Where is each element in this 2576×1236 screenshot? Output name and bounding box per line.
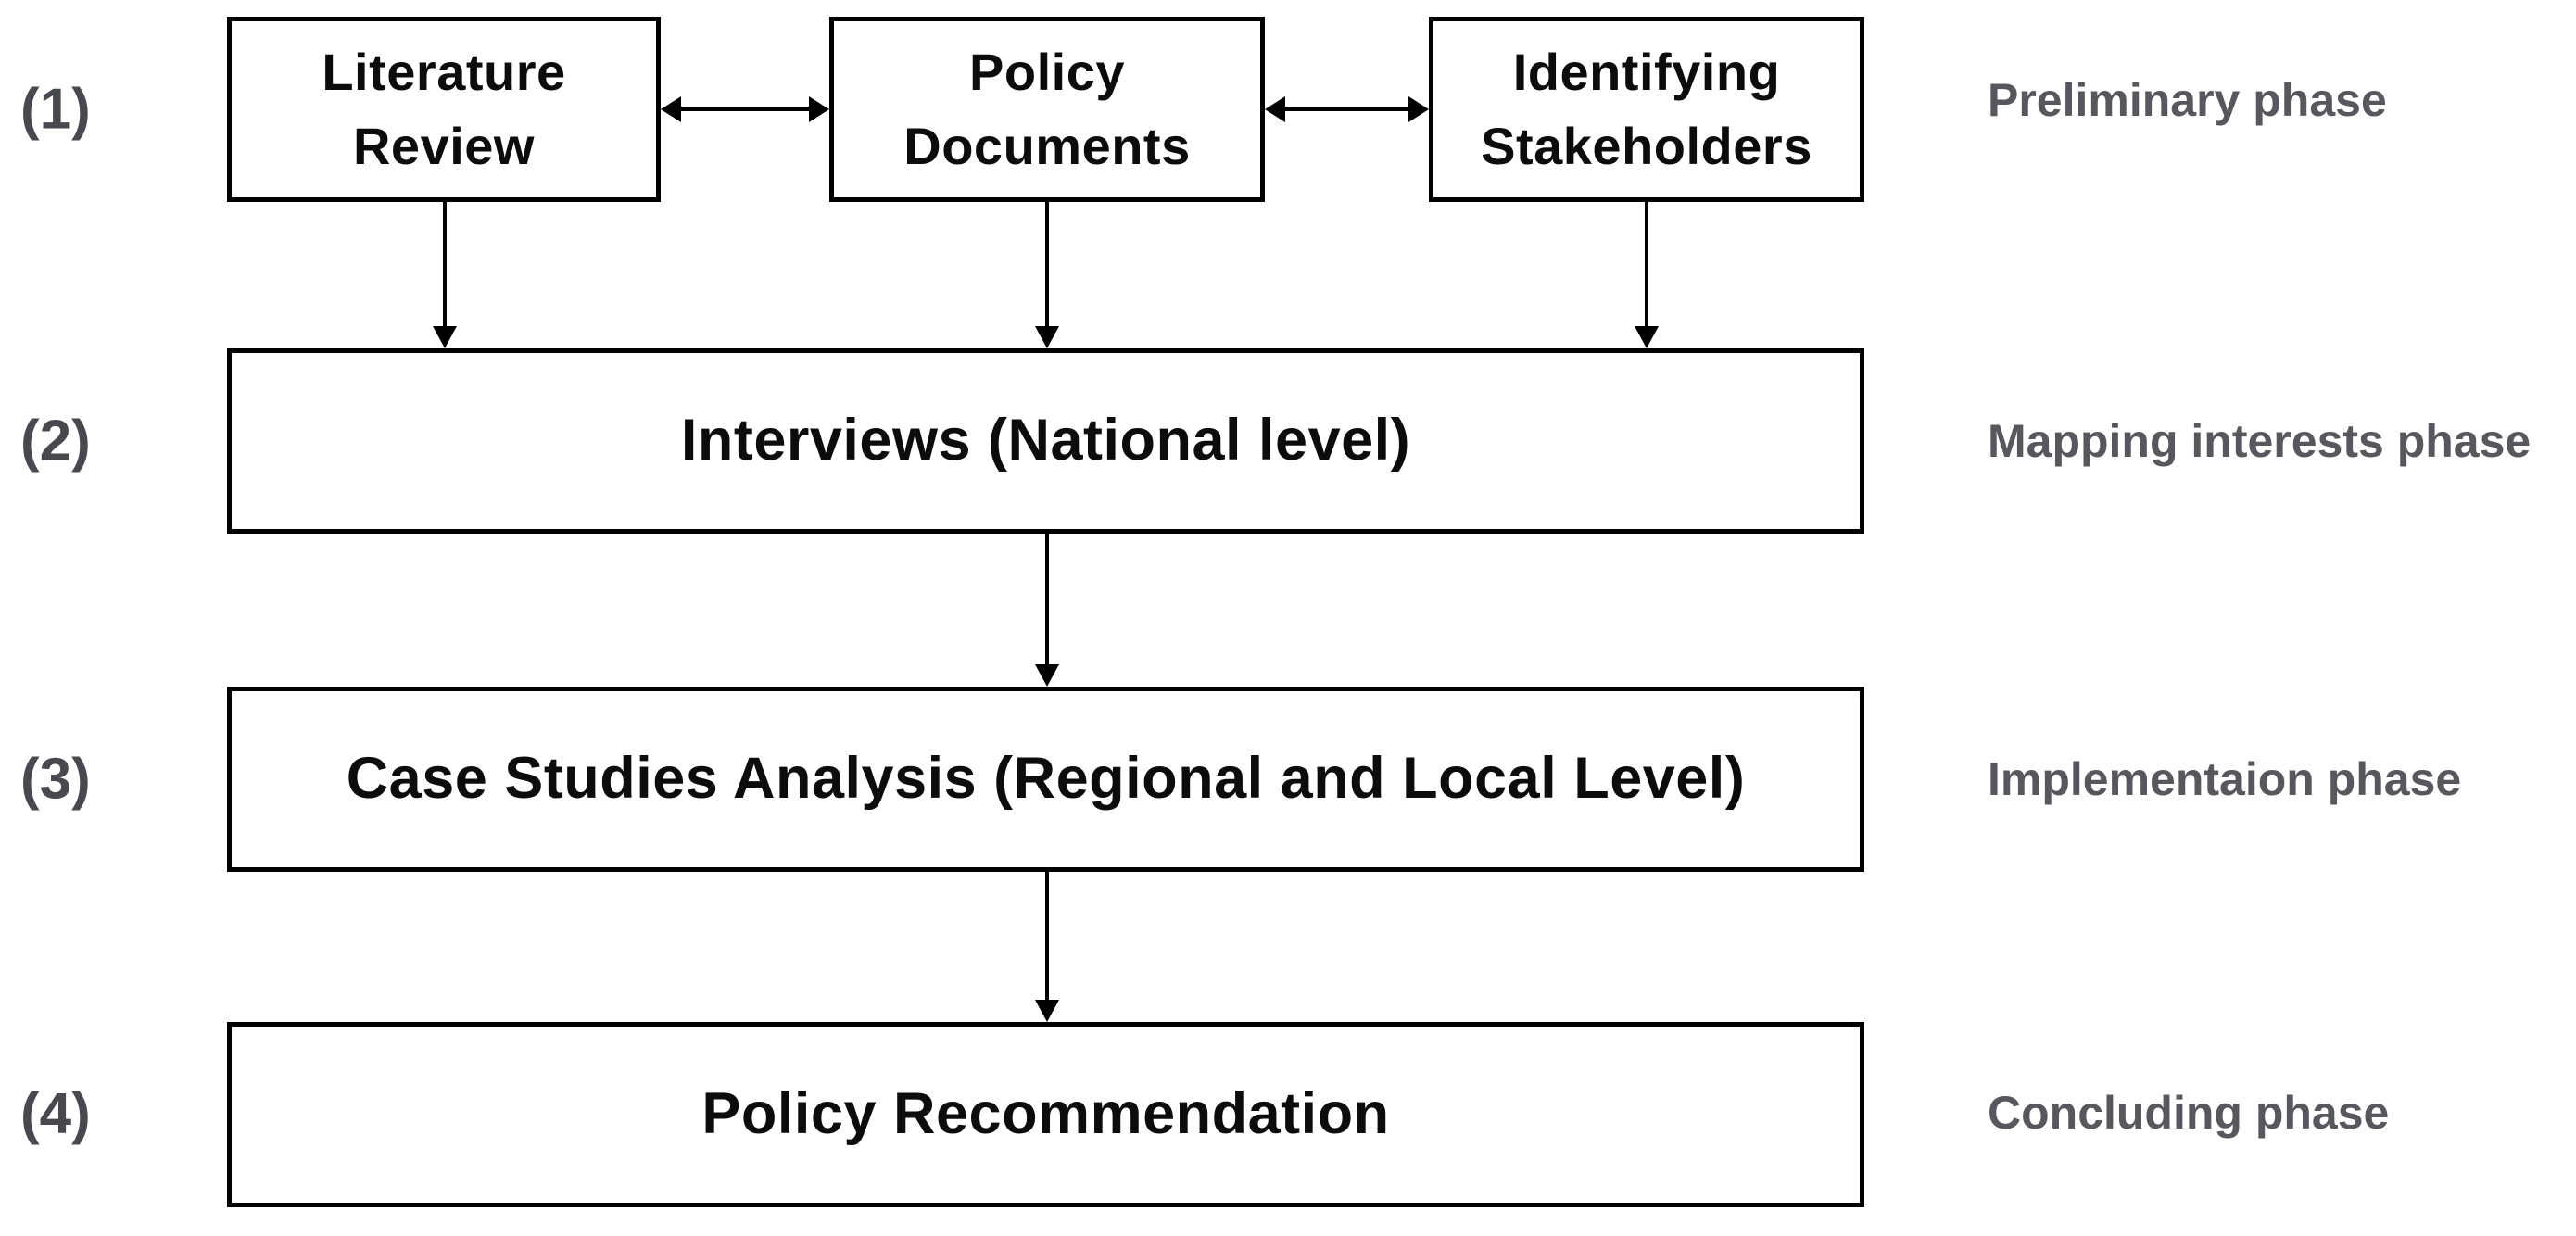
arrow-shaft	[1280, 107, 1414, 111]
literature-review-line1: Literature	[322, 43, 566, 102]
case-studies-label: Case Studies Analysis (Regional and Loca…	[346, 746, 1746, 812]
row3-number: (3)	[20, 747, 91, 812]
arrowhead-left-icon	[661, 96, 681, 122]
identifying-stakeholders-label: Identifying Stakeholders	[1481, 35, 1812, 183]
mapping-interests-phase-label: Mapping interests phase	[1988, 415, 2532, 467]
arrow-shaft	[1045, 534, 1049, 668]
arrow-shaft	[676, 107, 814, 111]
arrowhead-down-icon	[433, 326, 457, 348]
concluding-phase-label: Concluding phase	[1988, 1087, 2390, 1139]
interviews-label: Interviews (National level)	[680, 408, 1411, 473]
arrowhead-left-icon	[1265, 96, 1285, 122]
interviews-box: Interviews (National level)	[227, 348, 1864, 534]
row2-number: (2)	[20, 409, 91, 473]
arrowhead-right-icon	[1408, 96, 1429, 122]
arrowhead-down-icon	[1035, 664, 1059, 687]
policy-documents-line2: Documents	[903, 117, 1191, 175]
down-arrow-literature-to-interviews	[432, 202, 458, 348]
implementation-phase-label: Implementaion phase	[1988, 753, 2462, 805]
case-studies-box: Case Studies Analysis (Regional and Loca…	[227, 687, 1864, 872]
policy-documents-box: Policy Documents	[829, 17, 1265, 202]
down-arrow-stakeholders-to-interviews	[1634, 202, 1660, 348]
arrowhead-down-icon	[1035, 1000, 1059, 1022]
double-arrow-literature-policy	[661, 96, 829, 122]
literature-review-label: Literature Review	[322, 35, 565, 183]
policy-recommendation-label: Policy Recommendation	[701, 1081, 1390, 1147]
row4-number: (4)	[20, 1081, 91, 1146]
arrow-shaft	[1645, 202, 1648, 330]
policy-documents-line1: Policy	[969, 43, 1125, 102]
row1-number: (1)	[20, 77, 91, 142]
down-arrow-casestudies-to-recommendation	[1034, 872, 1060, 1022]
arrowhead-down-icon	[1635, 326, 1659, 348]
identifying-stakeholders-line1: Identifying	[1512, 43, 1781, 102]
arrow-shaft	[1045, 202, 1049, 330]
literature-review-line2: Review	[352, 117, 535, 175]
identifying-stakeholders-line2: Stakeholders	[1481, 117, 1812, 175]
preliminary-phase-label: Preliminary phase	[1988, 74, 2387, 126]
policy-recommendation-box: Policy Recommendation	[227, 1022, 1864, 1207]
arrow-shaft	[443, 202, 447, 330]
arrowhead-right-icon	[809, 96, 829, 122]
policy-documents-label: Policy Documents	[903, 35, 1190, 183]
literature-review-box: Literature Review	[227, 17, 661, 202]
double-arrow-policy-stakeholders	[1265, 96, 1429, 122]
down-arrow-interviews-to-casestudies	[1034, 534, 1060, 687]
arrow-shaft	[1045, 872, 1049, 1003]
arrowhead-down-icon	[1035, 326, 1059, 348]
down-arrow-policy-to-interviews	[1034, 202, 1060, 348]
identifying-stakeholders-box: Identifying Stakeholders	[1429, 17, 1864, 202]
